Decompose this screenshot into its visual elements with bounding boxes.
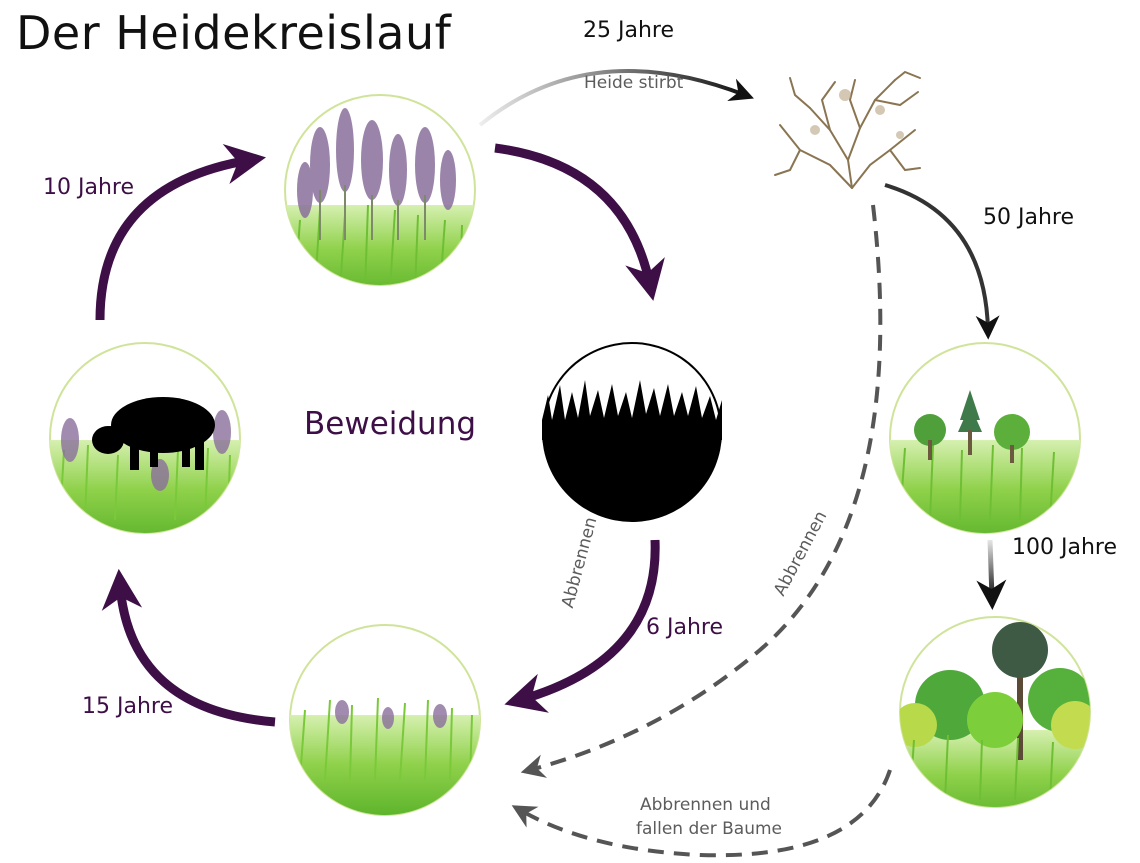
arrow-to-sheep xyxy=(101,568,276,727)
arrow-abbrennen-forest xyxy=(511,769,892,858)
diagram-title: Der Heidekreislauf xyxy=(16,6,452,60)
arrow-25-jahre xyxy=(478,69,754,127)
stage-dead-heather xyxy=(774,70,921,189)
center-label: Beweidung xyxy=(304,406,477,442)
label-fallen-der-baume: fallen der Baume xyxy=(636,819,783,839)
label-25-jahre: 25 Jahre xyxy=(583,18,674,43)
label-50-jahre: 50 Jahre xyxy=(983,205,1074,230)
arrow-to-young-heather xyxy=(504,539,660,713)
arrow-to-burnt xyxy=(494,143,665,301)
stage-forest xyxy=(899,616,1091,808)
arrow-abbrennen-dead xyxy=(520,204,883,778)
stage-sheep-grazing xyxy=(49,342,241,534)
label-15-jahre: 15 Jahre xyxy=(82,694,173,719)
arrow-50-jahre xyxy=(884,183,1000,340)
label-100-jahre: 100 Jahre xyxy=(1012,535,1117,560)
label-heide-stirbt: Heide stirbt xyxy=(584,73,684,93)
label-6-jahre: 6 Jahre xyxy=(646,615,723,640)
stage-young-trees xyxy=(889,342,1081,534)
stage-burnt-ground xyxy=(542,342,722,522)
arrow-to-heather xyxy=(95,144,266,321)
label-abbrennen-und: Abbrennen und xyxy=(640,795,771,815)
stage-heather-blooming xyxy=(284,94,476,286)
arrow-100-jahre xyxy=(976,539,1007,610)
label-10-jahre: 10 Jahre xyxy=(43,175,134,200)
stage-young-heather xyxy=(289,624,481,816)
